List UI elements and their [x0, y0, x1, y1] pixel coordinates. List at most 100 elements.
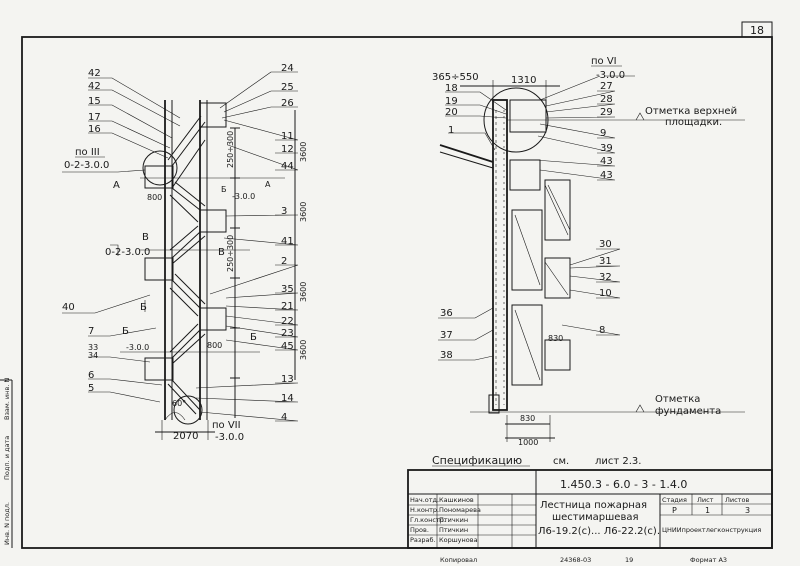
- foundation-caption: Отметка: [655, 394, 700, 405]
- detail-circle-7: [173, 395, 203, 425]
- landing-r2: [199, 209, 227, 233]
- label-21: 21: [281, 301, 294, 312]
- name-3: Птичкин: [439, 516, 468, 524]
- label-24: 24: [281, 63, 294, 74]
- flight-right-b: [511, 209, 543, 291]
- label-39: 39: [600, 143, 613, 154]
- label-40: 40: [62, 302, 75, 313]
- dim-3600-1: 3600: [299, 142, 308, 162]
- sheets-value: 3: [745, 506, 750, 515]
- label-15: 15: [88, 96, 101, 107]
- landing-r4: [199, 307, 227, 331]
- wall-section: [492, 99, 508, 411]
- label-33: 33: [88, 343, 98, 352]
- name-2: Пономарева: [439, 506, 481, 514]
- label-7: 7: [88, 326, 94, 337]
- dim-3600-3: 3600: [299, 282, 308, 302]
- left-leaders: [62, 71, 299, 422]
- ref-a: -3.0.0: [232, 192, 255, 201]
- section-b-mid: Б: [140, 302, 147, 313]
- dim-800-b: 800: [207, 341, 222, 350]
- ref-po6-mark: -3.0.0: [596, 70, 625, 81]
- label-2: 2: [281, 256, 287, 267]
- flight-4: [169, 273, 206, 317]
- dim-830-a: 830: [548, 334, 563, 343]
- ref-po7-mark: -3.0.0: [215, 432, 244, 443]
- drawing-code: 1.450.3 - 6.0 - 3 - 1.4.0: [560, 478, 687, 491]
- top-landing: [509, 99, 547, 133]
- label-4: 4: [281, 412, 287, 423]
- label-42a: 42: [88, 68, 101, 79]
- label-36: 36: [440, 308, 453, 319]
- role-5: Разраб.: [410, 536, 436, 544]
- ref-po6: по VI: [591, 56, 617, 67]
- role-1: Нач.отд.: [410, 496, 439, 504]
- label-14: 14: [281, 393, 294, 404]
- sheet-number-box: [741, 21, 773, 38]
- sheet-value: 1: [705, 506, 710, 515]
- label-26: 26: [281, 98, 294, 109]
- label-25: 25: [281, 82, 294, 93]
- section-v-right: В: [218, 247, 225, 258]
- stage-header: Стадия: [662, 496, 687, 504]
- flight-6: [167, 379, 201, 415]
- label-12: 12: [281, 144, 294, 155]
- spec-label: Спецификацию: [432, 454, 522, 467]
- drawing-frame: [21, 36, 773, 549]
- drawing-title-1: Лестница пожарная: [540, 500, 647, 511]
- label-8: 8: [599, 325, 605, 336]
- stage-value: Р: [672, 506, 677, 515]
- spec-sheet: лист 2.3.: [595, 456, 641, 467]
- label-22: 22: [281, 316, 294, 327]
- landing-l3: [144, 257, 174, 281]
- name-5: Коршунова: [439, 536, 478, 544]
- foundation-block: [488, 394, 500, 414]
- drawing-title-3: Л6-19.2(с)... Л6-22.2(с).: [538, 526, 660, 537]
- label-45: 45: [281, 341, 294, 352]
- label-23: 23: [281, 328, 294, 339]
- flight-right-a: [544, 179, 571, 241]
- label-11: 11: [281, 131, 294, 142]
- label-27: 27: [600, 81, 613, 92]
- section-b1: Б: [122, 326, 129, 337]
- sheets-header: Листов: [725, 496, 749, 504]
- dim-800-a: 800: [147, 193, 162, 202]
- label-31: 31: [599, 256, 612, 267]
- ref-v: 0-2-3.0.0: [105, 247, 150, 258]
- side-stamp-inv: Инв. N подл.: [3, 502, 11, 545]
- dim-250-1: 250÷300: [226, 131, 235, 168]
- label-16: 16: [88, 124, 101, 135]
- flight-5: [169, 323, 206, 365]
- side-stamp-replace: Взам. инв. N: [3, 378, 11, 420]
- title-block: [407, 469, 773, 549]
- section-b-right: Б: [250, 332, 257, 343]
- foundation-caption-2: фундамента: [655, 406, 721, 417]
- archive-sheet: 19: [625, 556, 633, 564]
- landing-l5: [144, 357, 174, 381]
- role-4: Пров.: [410, 526, 429, 534]
- label-5: 5: [88, 383, 94, 394]
- label-28: 28: [600, 94, 613, 105]
- label-29: 29: [600, 107, 613, 118]
- paper-format: Формат А3: [690, 556, 727, 564]
- label-13: 13: [281, 374, 294, 385]
- left-elevation: [120, 100, 296, 440]
- role-2: Н.контр.: [410, 506, 439, 514]
- flight-2: [169, 181, 206, 223]
- spec-see: см.: [553, 456, 569, 467]
- archive-number: 24368-03: [560, 556, 591, 564]
- label-3: 3: [281, 206, 287, 217]
- dim-3600-2: 3600: [299, 202, 308, 222]
- drawing-title-2: шестимаршевая: [552, 512, 638, 523]
- role-3: Гл.констр.: [410, 516, 446, 524]
- section-a-right: А: [265, 180, 271, 189]
- dim-1000: 1000: [518, 438, 538, 447]
- label-37: 37: [440, 330, 453, 341]
- section-v-left: В: [142, 232, 149, 243]
- ref-po7: по VII: [212, 420, 241, 431]
- section-b-top: Б: [221, 185, 227, 194]
- landing-top: [199, 102, 227, 128]
- label-19: 19: [445, 96, 458, 107]
